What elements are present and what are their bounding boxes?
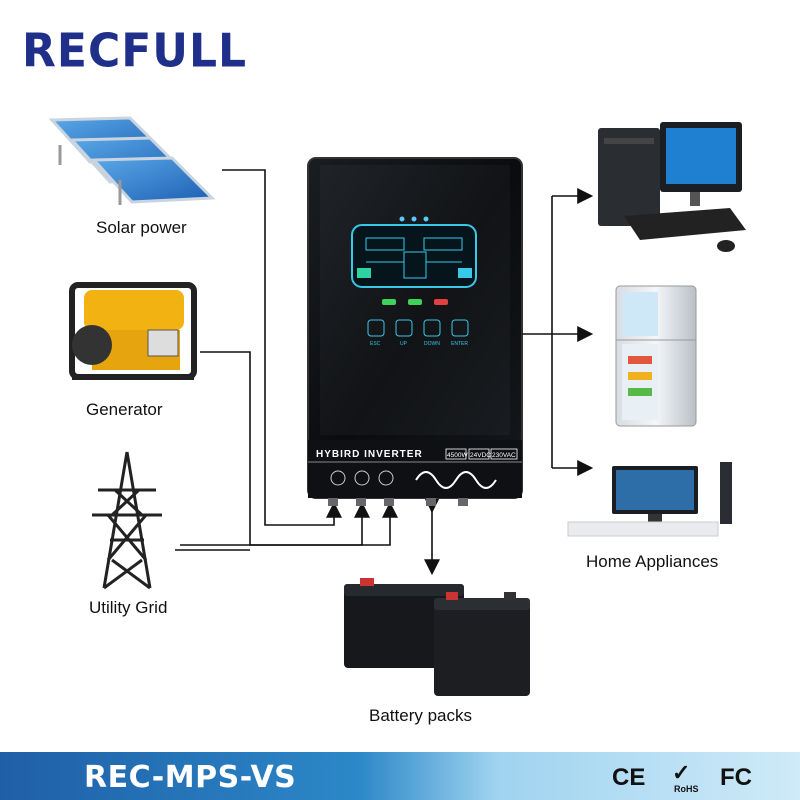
fcc-mark-icon: FC (720, 764, 752, 791)
refrigerator-icon (615, 285, 697, 427)
footer-bar (0, 752, 800, 800)
battery-icon (344, 578, 530, 696)
computer-icon (598, 122, 746, 252)
system-diagram: HYBIRD INVERTER 4500W 24VDC 230VAC ESC U… (48, 116, 746, 696)
brand-logo: RECFULL (22, 25, 247, 79)
brand-logo-text: RECFULL (22, 24, 248, 79)
utility-grid-label: Utility Grid (89, 598, 168, 617)
load-connectors (522, 188, 594, 476)
battery-packs-label: Battery packs (369, 706, 472, 725)
rohs-check-icon: ✓ (672, 760, 691, 785)
inverter-buttons (367, 319, 469, 337)
solar-panel-icon (48, 116, 216, 205)
inverter-title: HYBIRD INVERTER (316, 449, 423, 460)
television-icon (567, 462, 732, 537)
inverter-specs: 4500W 24VDC 230VAC (445, 448, 518, 460)
generator-label: Generator (86, 400, 163, 419)
solar-power-label: Solar power (96, 218, 187, 237)
inverter-display (351, 224, 477, 288)
utility-tower-icon (92, 451, 162, 590)
model-name: REC-MPS-VS (84, 760, 297, 795)
button-label-up: UP (400, 341, 408, 347)
spec-dc: 24VDC (470, 452, 491, 459)
rohs-mark: RoHS (674, 784, 699, 794)
ce-mark-icon: CE (612, 764, 646, 791)
source-connectors (175, 169, 398, 551)
inverter-button-labels: ESC UP DOWN ENTER (370, 341, 468, 347)
spec-power: 4500W (447, 452, 468, 459)
generator-icon (69, 282, 197, 380)
hybrid-inverter (307, 157, 523, 506)
button-label-down: DOWN (424, 341, 440, 347)
spec-ac: 230VAC (492, 452, 516, 459)
button-label-esc: ESC (370, 341, 381, 347)
home-appliances-label: Home Appliances (586, 552, 719, 571)
button-label-enter: ENTER (451, 341, 468, 347)
